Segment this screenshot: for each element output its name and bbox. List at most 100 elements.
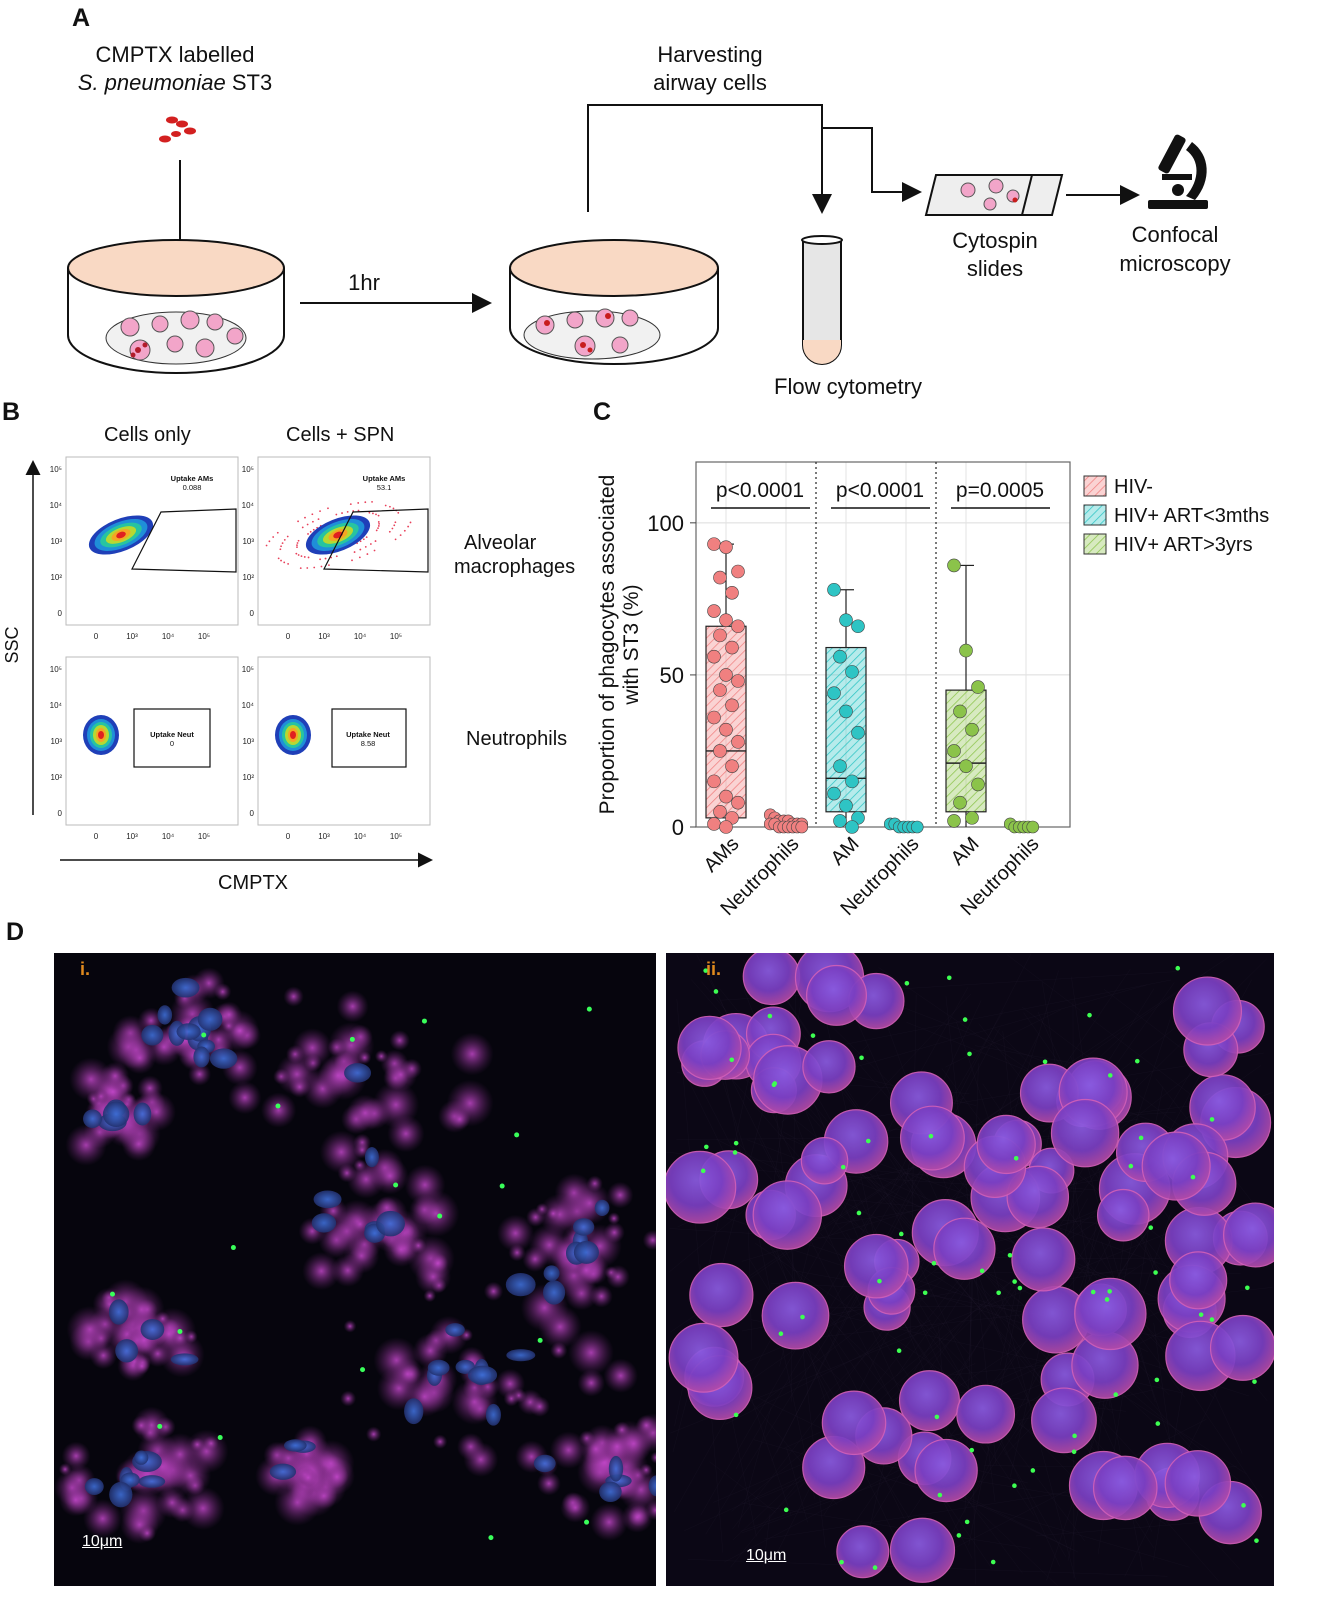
green-bacterium	[1012, 1483, 1017, 1489]
pink-cytoplasm-blob	[340, 1390, 357, 1407]
pink-cytoplasm-blob	[138, 1524, 156, 1542]
cell-body	[668, 1322, 739, 1393]
data-point-am	[965, 722, 979, 737]
blue-nucleus	[533, 1454, 556, 1473]
green-bacterium	[393, 1182, 399, 1188]
y-tick-label: 0	[250, 809, 255, 818]
pink-cytoplasm-blob	[365, 1426, 382, 1442]
pink-cytoplasm-blob	[450, 1032, 494, 1076]
green-bacterium	[713, 989, 719, 994]
cell-body	[1223, 1202, 1274, 1268]
background-fiber	[763, 1514, 771, 1568]
confocal-image-i-render	[54, 967, 656, 1544]
blue-nucleus	[543, 1265, 560, 1282]
pink-cytoplasm-blob	[171, 1329, 189, 1347]
cell-body	[802, 1040, 856, 1094]
green-bacterium	[1148, 1225, 1154, 1230]
y-tick-label: 100	[647, 511, 684, 536]
blue-nucleus	[427, 1359, 450, 1376]
data-point-am	[725, 640, 739, 655]
data-point-am	[833, 759, 847, 773]
y-tick-label: 10²	[242, 573, 254, 582]
data-point-am	[965, 811, 979, 825]
background-fiber	[1101, 1403, 1114, 1414]
panel-label-d: D	[6, 918, 25, 946]
green-bacterium	[1175, 965, 1181, 971]
legend-entry: HIV+ ART>3yrs	[1114, 534, 1253, 556]
blue-nucleus	[193, 1046, 210, 1068]
gate-polygon	[131, 508, 237, 573]
pink-cytoplasm-blob	[343, 1319, 357, 1333]
pink-cytoplasm-blob	[483, 1281, 504, 1301]
cell-body	[1209, 1314, 1274, 1381]
background-fiber	[832, 1139, 1119, 1556]
green-bacterium	[703, 968, 708, 973]
data-point-am	[713, 683, 727, 697]
pink-cytoplasm-blob	[497, 1214, 534, 1252]
cell-body	[1097, 1188, 1150, 1242]
pink-cytoplasm-blob	[650, 1451, 656, 1464]
green-bacterium	[1042, 1059, 1048, 1065]
green-bacterium	[1134, 1058, 1140, 1064]
confocal-image-i: i. 10μm	[54, 953, 656, 1586]
green-bacterium	[859, 1055, 864, 1061]
blue-nucleus	[573, 1240, 599, 1264]
cell-body	[1011, 1227, 1076, 1292]
data-point-am	[947, 558, 961, 573]
green-bacterium	[1090, 1289, 1096, 1295]
data-point-am	[839, 798, 853, 813]
green-bacterium	[928, 1133, 934, 1139]
green-bacterium	[1209, 1117, 1215, 1122]
background-fiber	[732, 1291, 913, 1530]
pink-cytoplasm-blob	[387, 1115, 425, 1153]
confocal-image-ii-render	[666, 953, 1274, 1586]
green-bacterium	[437, 1213, 443, 1219]
p-value-label: p<0.0001	[836, 479, 924, 502]
green-bacterium	[1007, 1252, 1013, 1258]
microscope-icon	[1148, 134, 1208, 209]
green-bacterium	[898, 1231, 904, 1237]
cell-body	[898, 1370, 960, 1432]
pink-cytoplasm-blob	[522, 1246, 548, 1272]
legend-entry: HIV+ ART<3mths	[1114, 505, 1269, 527]
pink-cytoplasm-blob	[61, 1441, 91, 1471]
pink-cytoplasm-blob	[83, 1499, 123, 1539]
cell-body	[1172, 976, 1243, 1046]
green-bacterium	[865, 1138, 871, 1144]
cell-body	[889, 1517, 956, 1583]
green-bacterium	[1017, 1285, 1023, 1291]
green-bacterium	[275, 1103, 281, 1109]
pink-cytoplasm-blob	[590, 1503, 628, 1541]
data-point-am	[707, 817, 721, 831]
background-fiber	[874, 1167, 1061, 1567]
x-tick-label: 10³	[318, 832, 330, 841]
green-bacterium	[537, 1337, 543, 1343]
background-fiber	[721, 971, 1177, 1001]
data-point-am	[827, 686, 841, 700]
pink-cytoplasm-blob	[503, 1390, 520, 1407]
background-fiber	[804, 1297, 973, 1454]
cell-body	[1164, 1450, 1232, 1517]
background-fiber	[931, 979, 1252, 1572]
data-point-am	[833, 649, 847, 664]
data-point-am	[725, 759, 739, 773]
pink-cytoplasm-blob	[536, 1471, 561, 1496]
blue-nucleus	[138, 1475, 166, 1488]
cytospin-label-line2: slides	[966, 256, 1024, 281]
blue-nucleus	[176, 1023, 201, 1041]
gate-name: Uptake Neut	[346, 730, 390, 739]
data-point-am	[731, 735, 745, 749]
green-bacterium	[729, 1057, 735, 1063]
cell-body	[689, 1262, 754, 1328]
background-fiber	[670, 1203, 1241, 1434]
y-tick-label: 10⁵	[50, 465, 62, 474]
pink-cytoplasm-blob	[133, 1358, 150, 1375]
pink-cytoplasm-blob	[526, 1207, 546, 1227]
blue-nucleus	[109, 1481, 133, 1508]
data-point-am	[719, 540, 733, 554]
gate-rectangle	[331, 708, 407, 768]
pink-cytoplasm-blob	[635, 1414, 656, 1436]
pink-cytoplasm-blob	[412, 1333, 448, 1369]
y-tick-label: 50	[660, 663, 684, 688]
